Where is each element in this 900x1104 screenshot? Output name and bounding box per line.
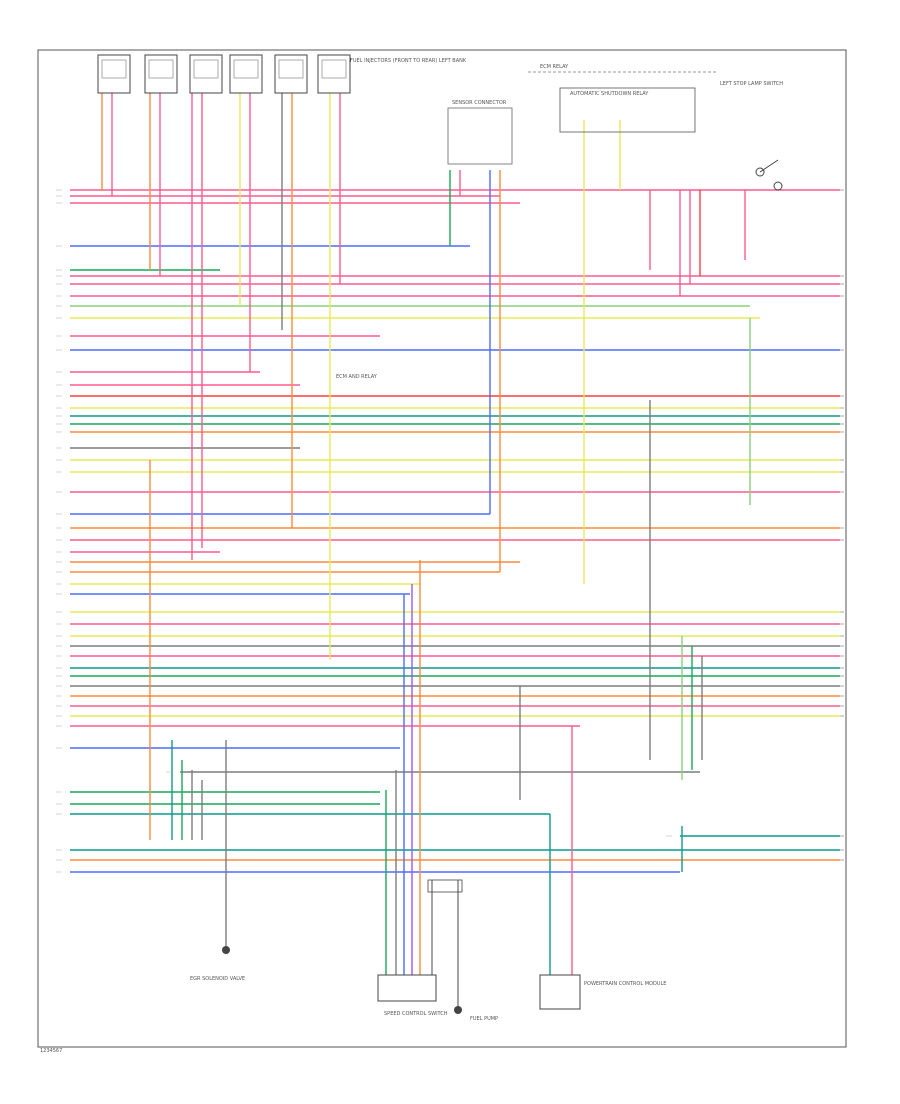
frame-layer xyxy=(37,49,847,1048)
relay-block xyxy=(559,87,696,133)
label-sensor-connector: SENSOR CONNECTOR xyxy=(452,100,507,106)
text-layer: FUEL INJECTORS (FRONT TO REAR) LEFT BANK… xyxy=(40,58,844,1054)
fuel-injector-body-1 xyxy=(101,59,127,79)
fuel-injector-connector-4 xyxy=(229,54,263,94)
label-automatic-shutdown: AUTOMATIC SHUTDOWN RELAY xyxy=(570,91,649,97)
fuel-injector-body-2 xyxy=(148,59,174,79)
label-egr-solenoid: EGR SOLENOID VALVE xyxy=(190,976,245,982)
ground-point-2 xyxy=(454,1006,462,1014)
fuel-injector-connector-2 xyxy=(144,54,178,94)
egr-connector xyxy=(377,974,437,1002)
label-footer-code: 1234567 xyxy=(40,1048,62,1054)
label-fuel-pump: FUEL PUMP xyxy=(470,1016,498,1022)
fuel-injector-connector-6 xyxy=(317,54,351,94)
label-left-stop-lamp: LEFT STOP LAMP SWITCH xyxy=(720,81,783,87)
fuel-injector-connector-1 xyxy=(97,54,131,94)
speed-switch-housing xyxy=(427,879,463,893)
label-ecm-and-relay: ECM AND RELAY xyxy=(336,374,378,380)
fuel-injector-connector-3 xyxy=(189,54,223,94)
switch-contact-1 xyxy=(755,167,765,177)
ground-point-1 xyxy=(222,946,230,954)
switch-arm xyxy=(759,159,779,173)
fuel-injector-body-5 xyxy=(278,59,304,79)
fuel-injector-body-4 xyxy=(233,59,259,79)
sensor-connector-block xyxy=(447,107,513,165)
wire-layer xyxy=(70,70,840,1010)
pcm-connector xyxy=(539,974,581,1010)
label-fuel-injectors: FUEL INJECTORS (FRONT TO REAR) LEFT BANK xyxy=(350,58,467,64)
diagram-border xyxy=(37,49,847,1048)
component-layer xyxy=(97,54,783,1014)
fuel-injector-body-3 xyxy=(193,59,219,79)
fuel-injector-body-6 xyxy=(321,59,347,79)
fuel-injector-connector-5 xyxy=(274,54,308,94)
label-speed-control: SPEED CONTROL SWITCH xyxy=(384,1011,448,1017)
label-pcm: POWERTRAIN CONTROL MODULE xyxy=(584,981,666,987)
label-ecm-relay: ECM RELAY xyxy=(540,64,569,70)
switch-contact-2 xyxy=(773,181,783,191)
